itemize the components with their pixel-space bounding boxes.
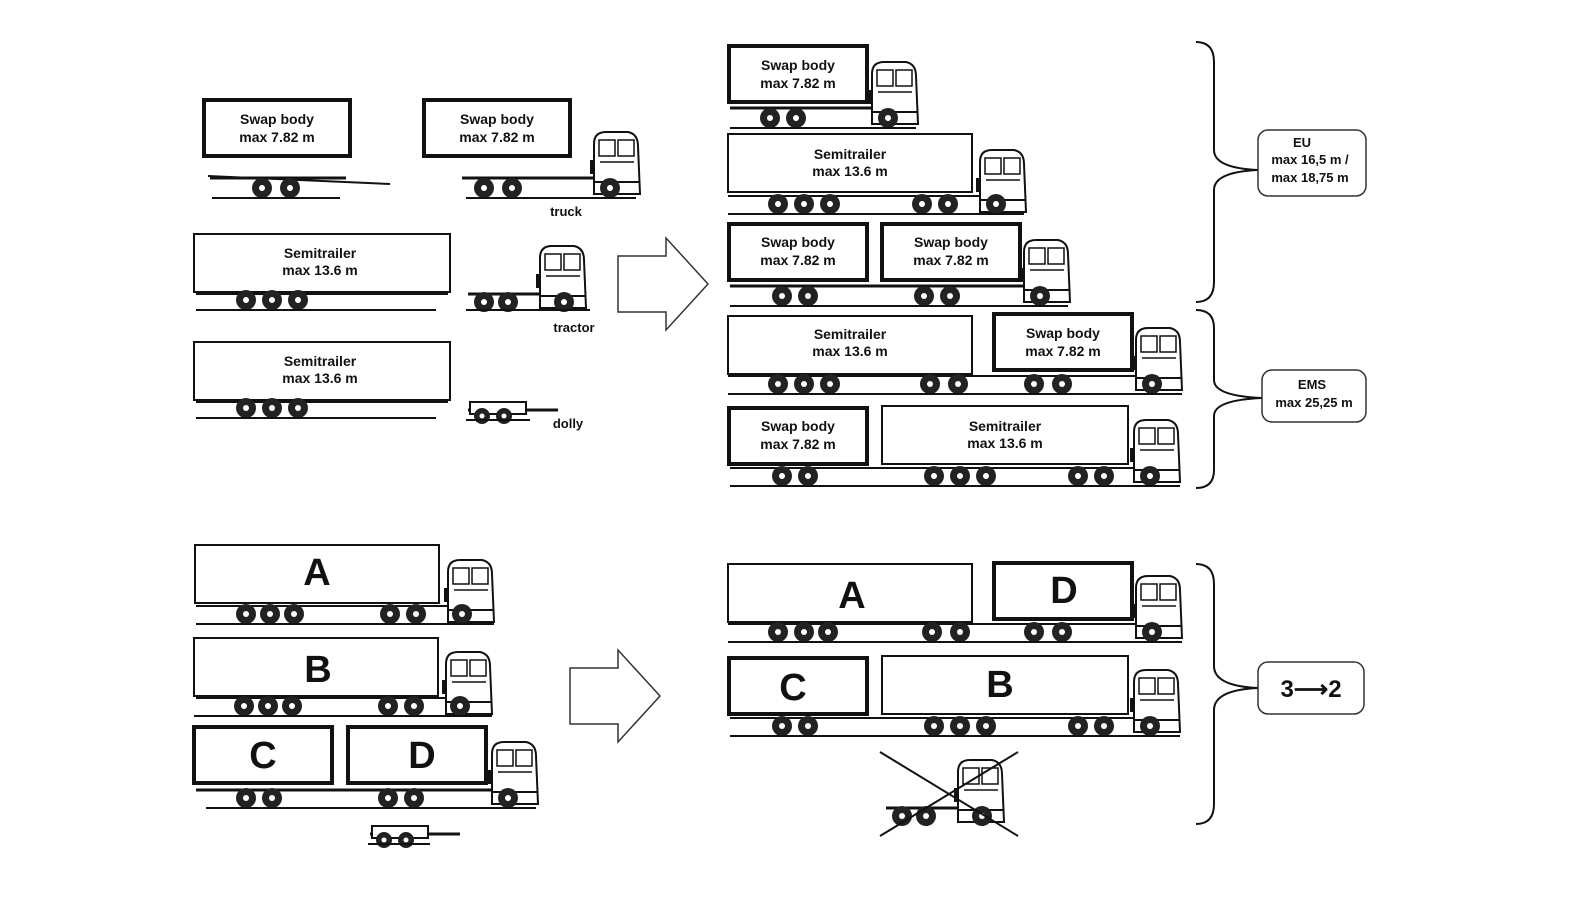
swap-body-length: max 7.82 m	[760, 436, 836, 452]
letter-d: D	[1050, 570, 1077, 612]
eu-length-1: max 16,5 m /	[1271, 152, 1349, 167]
right-arrow-icon	[617, 236, 710, 332]
semitrailer-label: Semitrailer	[284, 353, 357, 369]
swap-body-label: Swap body	[761, 234, 835, 250]
swap-body-label: Swap body	[761, 418, 835, 434]
combo-cd-truck-trailer: C D	[192, 725, 539, 809]
semitrailer-length: max 13.6 m	[967, 435, 1043, 451]
letter-d: D	[408, 735, 435, 777]
semitrailer-label: Semitrailer	[969, 418, 1042, 434]
semitrailer-length: max 13.6 m	[812, 163, 888, 179]
reduction-label: 3⟶2	[1280, 676, 1341, 703]
semitrailer-length: max 13.6 m	[282, 370, 358, 386]
tractor-label: tractor	[553, 320, 594, 335]
ems-length: max 25,25 m	[1275, 395, 1352, 410]
swap-body-label: Swap body	[240, 111, 314, 127]
letter-b: B	[304, 649, 331, 691]
truck-label: truck	[550, 204, 583, 219]
semitrailer-standalone: Semitrailer max 13.6 m	[193, 341, 451, 419]
combo-a-tractor-semitrailer: A	[194, 544, 495, 625]
semitrailer-label: Semitrailer	[814, 326, 887, 342]
swap-body-length: max 7.82 m	[913, 252, 989, 268]
semitrailer-label: Semitrailer	[814, 146, 887, 162]
brace-ems	[1195, 309, 1263, 489]
swap-body-length: max 7.82 m	[760, 252, 836, 268]
swap-body-length: max 7.82 m	[1025, 343, 1101, 359]
swap-body-label: Swap body	[460, 111, 534, 127]
dolly-label: dolly	[553, 416, 584, 431]
swap-body-label: Swap body	[1026, 325, 1100, 341]
reduction-callout: 3⟶2	[1257, 661, 1365, 715]
eu-length-2: max 18,75 m	[1271, 170, 1348, 185]
tractor-standalone: tractor	[466, 246, 595, 335]
combo-b-tractor-semitrailer: B	[193, 637, 493, 717]
swap-body-standalone: Swap body max 7.82 m	[202, 98, 391, 199]
swap-body-label: Swap body	[914, 234, 988, 250]
combo-truck-two-swap-bodies: Swap body max 7.82 m Swap body max 7.82 …	[727, 222, 1071, 307]
combo-tractor-semitrailer: Semitrailer max 13.6 m	[727, 133, 1027, 215]
eu-title: EU	[1293, 135, 1311, 150]
swap-body-label: Swap body	[761, 57, 835, 73]
semitrailer-label: Semitrailer	[284, 245, 357, 261]
semitrailer-length: max 13.6 m	[812, 343, 888, 359]
letter-a: A	[838, 575, 865, 617]
combo-ems-semitrailer-swap-body: Semitrailer max 13.6 m Swap body max 7.8…	[727, 312, 1183, 395]
eu-callout: EU max 16,5 m / max 18,75 m	[1257, 129, 1367, 197]
brace-reduction	[1195, 563, 1259, 825]
semitrailer-length: max 13.6 m	[282, 262, 358, 278]
swap-body-length: max 7.82 m	[239, 129, 315, 145]
tractor-removed	[879, 751, 1019, 837]
ems-callout: EMS max 25,25 m	[1261, 369, 1367, 423]
letter-c: C	[779, 667, 806, 709]
brace-eu	[1195, 41, 1259, 303]
letter-b: B	[986, 664, 1013, 706]
letter-a: A	[303, 552, 330, 594]
ems-title: EMS	[1298, 377, 1327, 392]
truck-with-swap-body: Swap body max 7.82 m truck	[422, 98, 641, 219]
swap-body-length: max 7.82 m	[459, 129, 535, 145]
combo-ems-swap-body-semitrailer: Swap body max 7.82 m Semitrailer max 13.…	[727, 405, 1181, 487]
combo-cb-ems: C B	[727, 655, 1181, 737]
combo-truck-swap-body: Swap body max 7.82 m	[727, 44, 919, 129]
swap-body-length: max 7.82 m	[760, 75, 836, 91]
right-arrow-icon	[569, 648, 662, 744]
semitrailer-standalone: Semitrailer max 13.6 m	[193, 233, 451, 311]
letter-c: C	[249, 735, 276, 777]
dolly-standalone: dolly	[466, 400, 584, 431]
dolly-extra	[368, 824, 462, 850]
combo-ad-ems: A D	[727, 561, 1183, 643]
